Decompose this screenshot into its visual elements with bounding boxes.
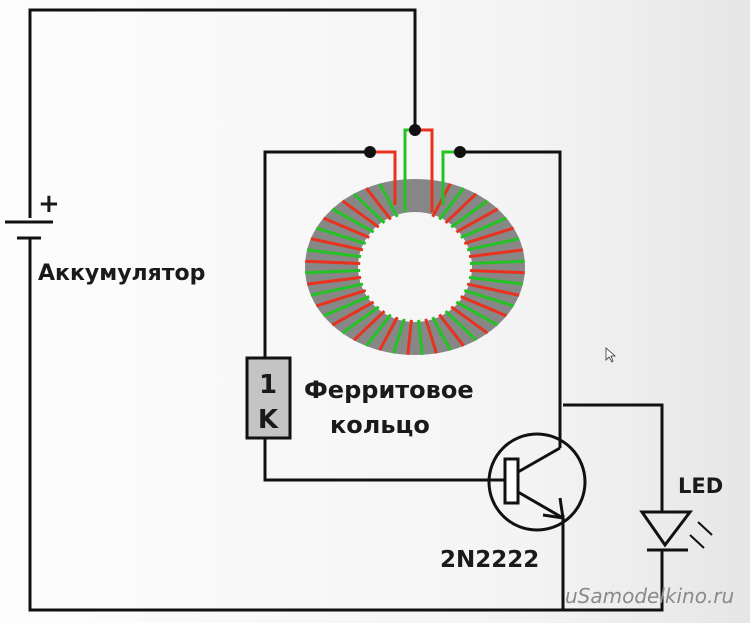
winding-turn — [331, 300, 375, 327]
winding-turn — [455, 207, 499, 234]
winding-turn — [331, 207, 375, 234]
winding-turn — [450, 305, 489, 335]
winding-turn — [438, 313, 465, 347]
ferrite-ring — [304, 178, 526, 356]
wire-top — [28, 8, 417, 218]
winding-turn — [469, 259, 525, 266]
winding-turn — [444, 309, 478, 342]
winding-turn — [352, 192, 386, 225]
winding-turn — [424, 318, 438, 354]
winding-turn — [444, 192, 478, 225]
winding-turn — [341, 305, 380, 335]
junction-dots — [364, 124, 466, 158]
winding-turn — [468, 248, 524, 259]
winding-turn — [322, 216, 370, 239]
mouse-cursor-icon — [605, 347, 617, 363]
watermark: uSamodelkino.ru — [565, 584, 734, 608]
ring-label-line1: Ферритовое — [304, 376, 474, 404]
resistor — [245, 356, 292, 440]
winding-turn — [352, 309, 386, 342]
winding-turn — [431, 316, 452, 352]
battery-plus-label: + — [38, 189, 60, 219]
winding-turn — [460, 295, 508, 318]
winding-turn — [315, 289, 367, 308]
wire-collector — [460, 150, 562, 448]
winding-turn — [310, 237, 364, 252]
winding-turn — [463, 289, 515, 308]
winding-turn — [466, 237, 520, 252]
winding-turn — [315, 226, 367, 245]
battery-label: Аккумулятор — [38, 261, 205, 286]
winding-turn — [378, 182, 399, 218]
ring-windings — [305, 182, 525, 355]
winding-turn — [450, 199, 489, 229]
winding-turn — [305, 259, 361, 266]
winding-turn — [455, 300, 499, 327]
transistor — [487, 432, 587, 532]
wires — [28, 8, 664, 612]
junction-dot — [364, 146, 376, 158]
battery-symbol — [5, 220, 53, 240]
winding-turn — [406, 319, 413, 355]
winding-turn — [341, 199, 380, 229]
junction-dot — [409, 124, 421, 136]
wire-left-bottom — [28, 238, 664, 612]
resistor-value-1: 1 — [259, 370, 277, 400]
winding-turn — [463, 226, 515, 245]
winding-turn — [417, 319, 424, 355]
led-label: LED — [678, 474, 723, 498]
winding-turn — [310, 282, 364, 297]
transistor-label: 2N2222 — [440, 547, 539, 573]
winding-turn — [322, 295, 370, 318]
resistor-value-2: K — [258, 405, 279, 435]
ring-label-line2: кольцо — [330, 411, 430, 439]
winding-turn — [466, 282, 520, 297]
winding-turn — [306, 275, 362, 286]
winding-turn — [392, 318, 406, 354]
led-symbol — [639, 510, 713, 552]
winding-turn — [468, 275, 524, 286]
wire-coil-left — [263, 150, 370, 358]
winding-turn — [438, 187, 465, 221]
winding-turn — [365, 187, 392, 221]
winding-turn — [306, 248, 362, 259]
winding-turn — [365, 313, 392, 347]
winding-turn — [378, 316, 399, 352]
wire-base — [263, 438, 508, 482]
wire-led-top — [563, 403, 664, 512]
winding-turn — [460, 216, 508, 239]
winding-turn — [469, 268, 525, 275]
junction-dot — [454, 146, 466, 158]
winding-turn — [305, 268, 361, 275]
